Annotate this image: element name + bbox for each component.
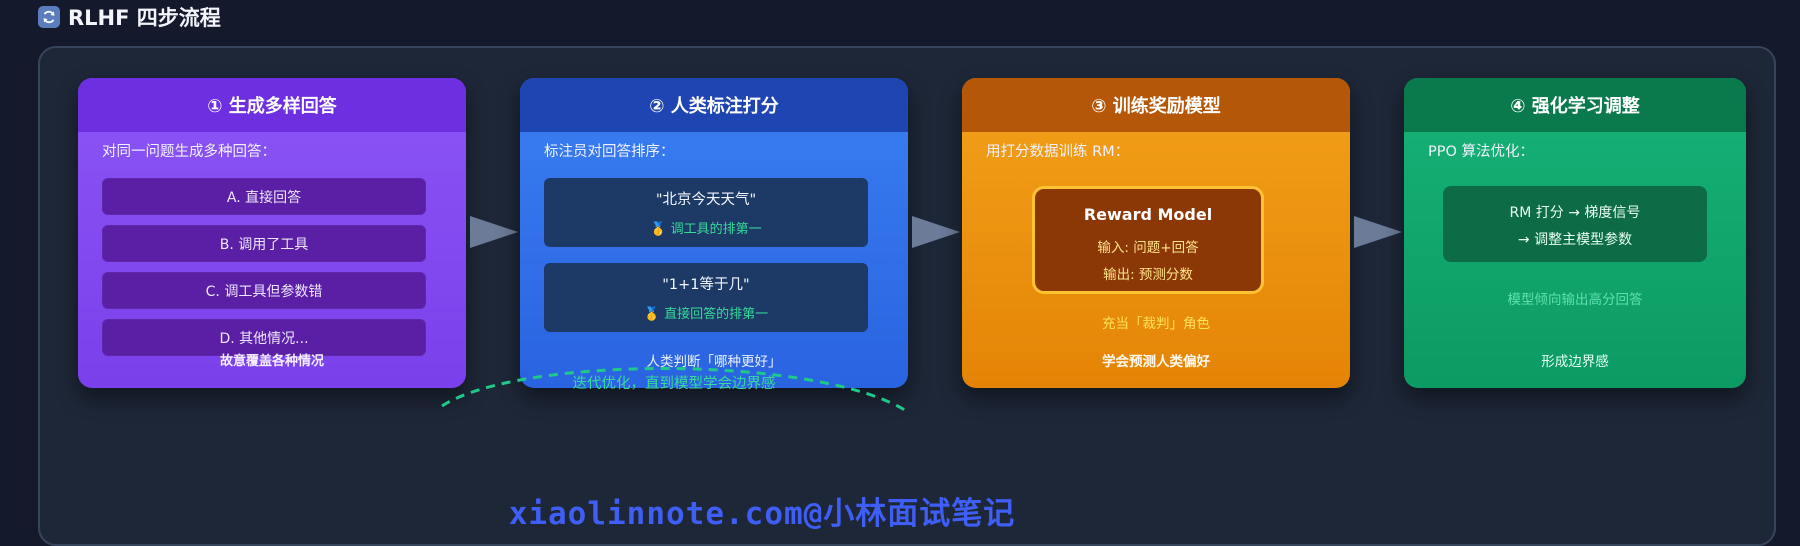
- section-header: RLHF 四步流程: [38, 4, 221, 30]
- step-card-reinforcement: ④ 强化学习调整 PPO 算法优化： RM 打分 → 梯度信号 → 调整主模型参…: [1404, 78, 1746, 388]
- watermark: xiaolinnote.com@小林面试笔记: [508, 496, 1016, 532]
- step-title: ② 人类标注打分: [520, 78, 908, 132]
- flow-arrow: [1354, 216, 1402, 248]
- question-box: "1+1等于几" 🥇 直接回答的排第一: [544, 263, 868, 332]
- question-text: "1+1等于几": [662, 277, 750, 293]
- step-subtitle: 对同一问题生成多种回答：: [102, 144, 276, 160]
- page-title: RLHF 四步流程: [68, 6, 221, 30]
- answer-option: A. 直接回答: [102, 178, 426, 215]
- step-title: ① 生成多样回答: [78, 78, 466, 132]
- answer-option: C. 调工具但参数错: [102, 272, 426, 309]
- step-footer: 故意覆盖各种情况: [219, 354, 324, 369]
- step-subtitle: 标注员对回答排序：: [544, 144, 675, 160]
- loop-label: 迭代优化，直到模型学会边界感: [572, 376, 776, 392]
- step-subtitle: PPO 算法优化：: [1428, 144, 1535, 160]
- answer-option: D. 其他情况...: [102, 319, 426, 356]
- step-footer: 学会预测人类偏好: [1102, 354, 1210, 370]
- reward-model-box: Reward Model 输入: 问题+回答 输出: 预测分数: [1032, 186, 1264, 294]
- step-title: ③ 训练奖励模型: [962, 78, 1350, 132]
- step-outcome-note: 模型倾向输出高分回答: [1507, 292, 1643, 308]
- ppo-line: → 调整主模型参数: [1517, 232, 1633, 248]
- refresh-icon: [38, 6, 60, 28]
- step-card-reward-model: ③ 训练奖励模型 用打分数据训练 RM： Reward Model 输入: 问题…: [962, 78, 1350, 388]
- reward-model-input: 输入: 问题+回答: [1097, 240, 1199, 256]
- ranking-note: 🥇 调工具的排第一: [650, 222, 762, 237]
- step-footer: 人类判断「哪种更好」: [646, 354, 782, 370]
- question-text: "北京今天天气": [655, 192, 757, 208]
- step-footer: 形成边界感: [1541, 354, 1609, 370]
- answer-option: B. 调用了工具: [102, 225, 426, 262]
- step-title: ④ 强化学习调整: [1404, 78, 1746, 132]
- question-box: "北京今天天气" 🥇 调工具的排第一: [544, 178, 868, 247]
- flow-arrow: [470, 216, 518, 248]
- ppo-line: RM 打分 → 梯度信号: [1509, 205, 1641, 221]
- step-role-note: 充当「裁判」角色: [1102, 316, 1210, 332]
- step-card-generate: ① 生成多样回答 对同一问题生成多种回答： A. 直接回答 B. 调用了工具 C…: [78, 78, 466, 388]
- reward-model-output: 输出: 预测分数: [1103, 267, 1193, 283]
- ranking-note: 🥇 直接回答的排第一: [643, 307, 769, 322]
- reward-model-title: Reward Model: [1083, 205, 1213, 224]
- step-subtitle: 用打分数据训练 RM：: [986, 144, 1130, 160]
- flow-arrow: [912, 216, 960, 248]
- step-card-annotate: ② 人类标注打分 标注员对回答排序： "北京今天天气" 🥇 调工具的排第一 "1…: [520, 78, 908, 388]
- ppo-box: RM 打分 → 梯度信号 → 调整主模型参数: [1443, 186, 1707, 262]
